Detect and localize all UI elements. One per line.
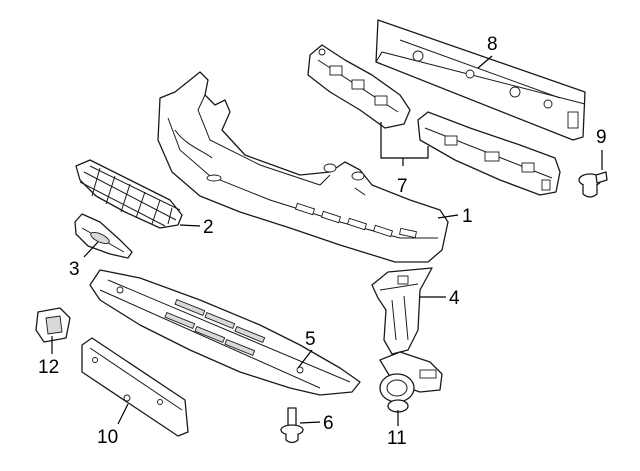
leader-5 <box>297 349 313 369</box>
leader-8 <box>477 55 493 69</box>
leader-3 <box>83 241 99 258</box>
callout-9: 9 <box>596 127 607 148</box>
callout-5: 5 <box>305 329 316 350</box>
bolt-part <box>578 171 608 198</box>
callout-2: 2 <box>203 217 214 238</box>
callout-12: 12 <box>38 357 59 378</box>
callout-1: 1 <box>462 206 473 227</box>
leader-1 <box>437 214 459 219</box>
push-pin-part <box>280 407 304 444</box>
leader-2 <box>179 224 201 227</box>
lamp-bezel-part <box>74 213 133 259</box>
leader-7 <box>380 122 429 166</box>
license-plate-bracket-part <box>81 337 189 437</box>
callout-3: 3 <box>69 259 80 280</box>
leader-10 <box>117 403 129 425</box>
side-bracket-part <box>371 267 433 355</box>
lower-deflector-part <box>89 269 361 396</box>
leader-lines <box>51 55 603 426</box>
callout-6: 6 <box>323 413 334 434</box>
parking-sensor-part <box>379 351 443 413</box>
callout-10: 10 <box>97 427 118 448</box>
leader-6 <box>299 421 321 424</box>
absorber-bracket-right-part <box>417 111 561 196</box>
callout-4: 4 <box>449 288 460 309</box>
sensor-bracket-part <box>35 307 71 343</box>
grille-part <box>75 159 183 229</box>
absorber-bracket-left-part <box>307 44 411 129</box>
callout-11: 11 <box>387 428 407 449</box>
callout-7: 7 <box>397 176 408 197</box>
callout-labels: 1 2 3 4 5 6 7 8 9 10 11 12 <box>38 34 607 449</box>
reinforcement-bar-part <box>375 19 586 141</box>
bumper-cover-part <box>157 71 449 263</box>
callout-8: 8 <box>487 34 498 55</box>
